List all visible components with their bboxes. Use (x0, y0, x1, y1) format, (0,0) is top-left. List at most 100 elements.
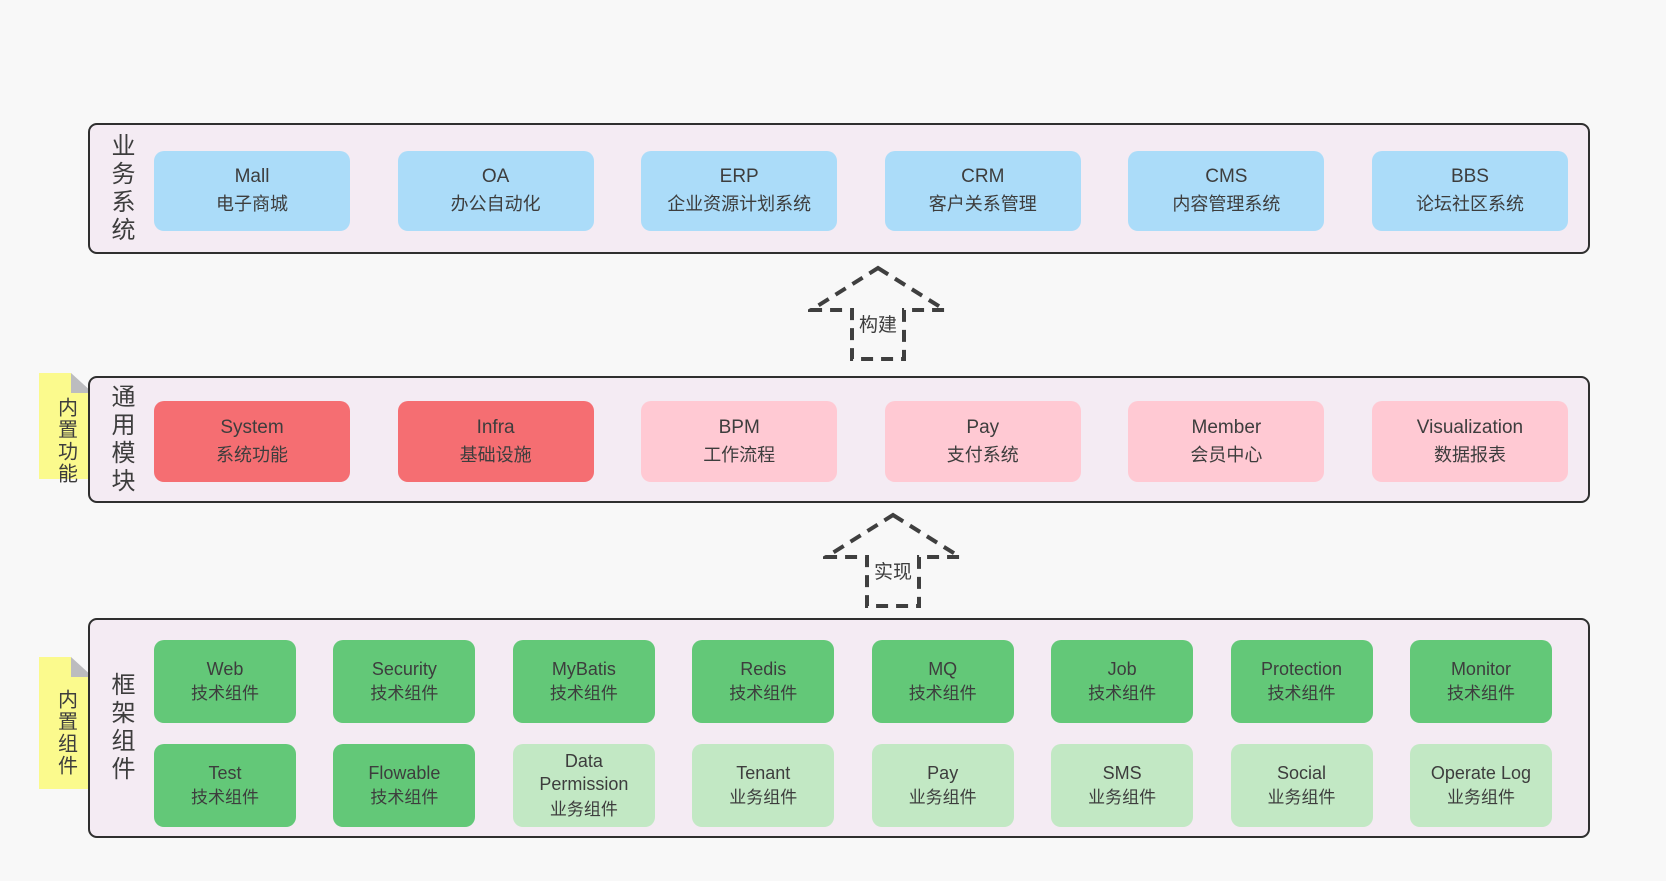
box-title: OA (481, 166, 510, 188)
box-title: Test (208, 762, 242, 783)
box-cms: CMS 内容管理系统 (1128, 151, 1325, 231)
box-subtitle: 技术组件 (191, 788, 259, 808)
box-visualization: Visualization 数据报表 (1371, 401, 1568, 482)
box-subtitle: 办公自动化 (450, 194, 541, 215)
box-subtitle: 内容管理系统 (1172, 194, 1281, 215)
box-title: BPM (718, 416, 760, 438)
box-title: Flowable (368, 762, 441, 783)
box-title: System (220, 416, 284, 438)
box-subtitle: 技术组件 (1267, 684, 1336, 704)
box-title: CMS (1205, 166, 1248, 188)
box-title: Tenant (736, 762, 791, 783)
box-tenant: Tenant 业务组件 (692, 744, 835, 827)
sticky-note-label: 内置组件 (54, 689, 77, 777)
box-subtitle: 数据报表 (1433, 444, 1506, 465)
box-flowable: Flowable 技术组件 (333, 744, 476, 827)
arrow-implement: 实现 (823, 512, 963, 609)
box-pay-system: Pay 支付系统 (884, 401, 1081, 482)
box-infra: Infra 基础设施 (397, 401, 594, 482)
sticky-note-builtin-components: 内置组件 (39, 657, 93, 789)
box-subtitle: 业务组件 (908, 788, 977, 808)
box-security: Security 技术组件 (333, 640, 476, 723)
box-title: Social (1277, 762, 1327, 783)
box-system: System 系统功能 (154, 401, 350, 482)
box-subtitle: 系统功能 (216, 444, 288, 465)
box-subtitle: 电子商城 (216, 194, 288, 215)
box-social: Social 业务组件 (1230, 744, 1373, 827)
box-subtitle: 技术组件 (370, 788, 439, 808)
box-title: BBS (1450, 166, 1489, 188)
box-member: Member 会员中心 (1128, 401, 1325, 482)
band-label-business-systems: 业务系统 (107, 132, 134, 245)
box-title: Mall (234, 166, 270, 188)
box-subtitle: 业务组件 (1267, 788, 1336, 808)
folded-corner-icon (71, 373, 93, 393)
box-subtitle: 企业资源计划系统 (667, 194, 812, 215)
box-title: CRM (961, 166, 1005, 188)
box-pay-component: Pay 业务组件 (871, 744, 1014, 827)
box-subtitle: 论坛社区系统 (1415, 194, 1524, 215)
box-title: Security (371, 658, 437, 679)
box-oa: OA 办公自动化 (397, 151, 594, 231)
arrow-label: 构建 (855, 309, 901, 338)
box-title: Monitor (1450, 658, 1511, 679)
box-protection: Protection 技术组件 (1230, 640, 1373, 723)
box-erp: ERP 企业资源计划系统 (641, 151, 838, 231)
box-subtitle: 会员中心 (1190, 444, 1263, 465)
box-job: Job 技术组件 (1051, 640, 1194, 723)
box-subtitle: 支付系统 (946, 444, 1019, 465)
box-subtitle: 业务组件 (1088, 788, 1157, 808)
box-monitor: Monitor 技术组件 (1409, 640, 1552, 723)
box-title: MyBatis (551, 658, 616, 679)
box-bpm: BPM 工作流程 (641, 401, 838, 482)
box-title: Pay (927, 762, 959, 783)
sticky-note-label: 内置功能 (54, 397, 77, 485)
box-title: Infra (476, 416, 515, 438)
box-subtitle: 业务组件 (1446, 788, 1515, 808)
box-redis: Redis 技术组件 (692, 640, 835, 723)
box-title: MQ (928, 658, 958, 679)
box-title: Pay (966, 416, 1000, 438)
box-subtitle: 工作流程 (703, 444, 776, 465)
box-subtitle: 基础设施 (459, 444, 532, 465)
folded-corner-icon (71, 657, 93, 677)
arrow-build: 构建 (808, 265, 948, 362)
box-test: Test 技术组件 (154, 744, 296, 827)
box-subtitle: 技术组件 (549, 684, 618, 704)
band-framework-components: 框架组件 Web 技术组件 Security 技术组件 MyBatis 技术组件… (88, 618, 1590, 838)
sticky-note-builtin-features: 内置功能 (39, 373, 93, 485)
box-bbs: BBS 论坛社区系统 (1371, 151, 1568, 231)
up-arrow-icon (823, 512, 963, 608)
box-subtitle: 技术组件 (370, 684, 439, 704)
box-crm: CRM 客户关系管理 (884, 151, 1081, 231)
box-title: ERP (719, 166, 759, 188)
box-title: Job (1107, 658, 1137, 679)
arrow-label: 实现 (870, 556, 916, 585)
box-subtitle: 技术组件 (908, 684, 977, 704)
box-subtitle: 业务组件 (549, 799, 618, 819)
box-title: SMS (1102, 762, 1142, 783)
band-business-systems: 业务系统 Mall 电子商城 OA 办公自动化 ERP 企业资源计划系统 CRM… (88, 123, 1590, 254)
band-label-common-modules: 通用模块 (107, 383, 134, 496)
box-title: Web (206, 658, 244, 679)
box-data-permission: Data Permission 业务组件 (512, 744, 655, 827)
box-operate-log: Operate Log 业务组件 (1409, 744, 1552, 827)
framework-components-row-2: Test 技术组件 Flowable 技术组件 Data Permission … (154, 744, 1552, 827)
box-title: Data Permission (539, 751, 629, 795)
box-mall: Mall 电子商城 (154, 151, 350, 231)
up-arrow-icon (808, 265, 948, 361)
box-subtitle: 技术组件 (1446, 684, 1515, 704)
box-sms: SMS 业务组件 (1051, 744, 1194, 827)
box-mybatis: MyBatis 技术组件 (512, 640, 655, 723)
framework-components-row-1: Web 技术组件 Security 技术组件 MyBatis 技术组件 Redi… (154, 640, 1552, 723)
box-subtitle: 业务组件 (729, 788, 798, 808)
band-label-framework-components: 框架组件 (107, 672, 134, 784)
common-modules-row: System 系统功能 Infra 基础设施 BPM 工作流程 Pay 支付系统… (154, 401, 1568, 482)
box-title: Protection (1261, 658, 1343, 679)
box-mq: MQ 技术组件 (871, 640, 1014, 723)
box-title: Visualization (1416, 416, 1524, 438)
business-systems-row: Mall 电子商城 OA 办公自动化 ERP 企业资源计划系统 CRM 客户关系… (154, 151, 1568, 231)
box-subtitle: 技术组件 (1088, 684, 1157, 704)
box-title: Redis (740, 658, 787, 679)
